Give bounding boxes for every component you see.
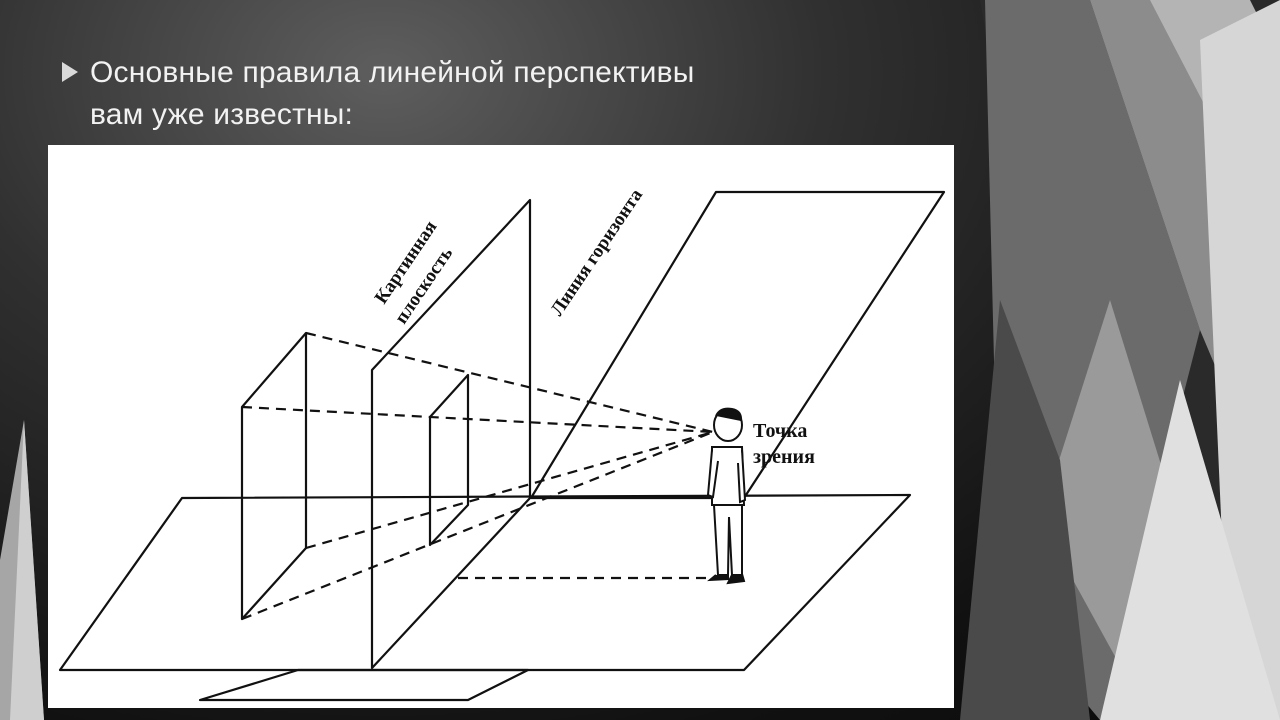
viewpoint-label: Точка bbox=[753, 420, 807, 442]
perspective-diagram: Картинная плоскость Линия горизонта Точк… bbox=[48, 145, 954, 708]
triangle-bullet-icon bbox=[62, 62, 78, 82]
viewpoint-label: зрения bbox=[753, 446, 815, 468]
sight-line bbox=[241, 405, 714, 434]
bullet-point: Основные правила линейной перспективы ва… bbox=[62, 52, 922, 136]
ground-base bbox=[198, 668, 530, 702]
near-object bbox=[428, 373, 470, 547]
horizon-line-label: Линия горизонта bbox=[547, 185, 648, 320]
ground-plane bbox=[58, 493, 912, 672]
picture-plane bbox=[370, 198, 532, 670]
bullet-text: Основные правила линейной перспективы ва… bbox=[90, 56, 695, 131]
horizon-plane bbox=[529, 190, 946, 500]
viewer-figure bbox=[706, 407, 747, 585]
sight-line bbox=[305, 331, 714, 434]
far-object bbox=[240, 331, 308, 621]
sight-line bbox=[305, 430, 714, 550]
sight-line bbox=[241, 430, 714, 621]
